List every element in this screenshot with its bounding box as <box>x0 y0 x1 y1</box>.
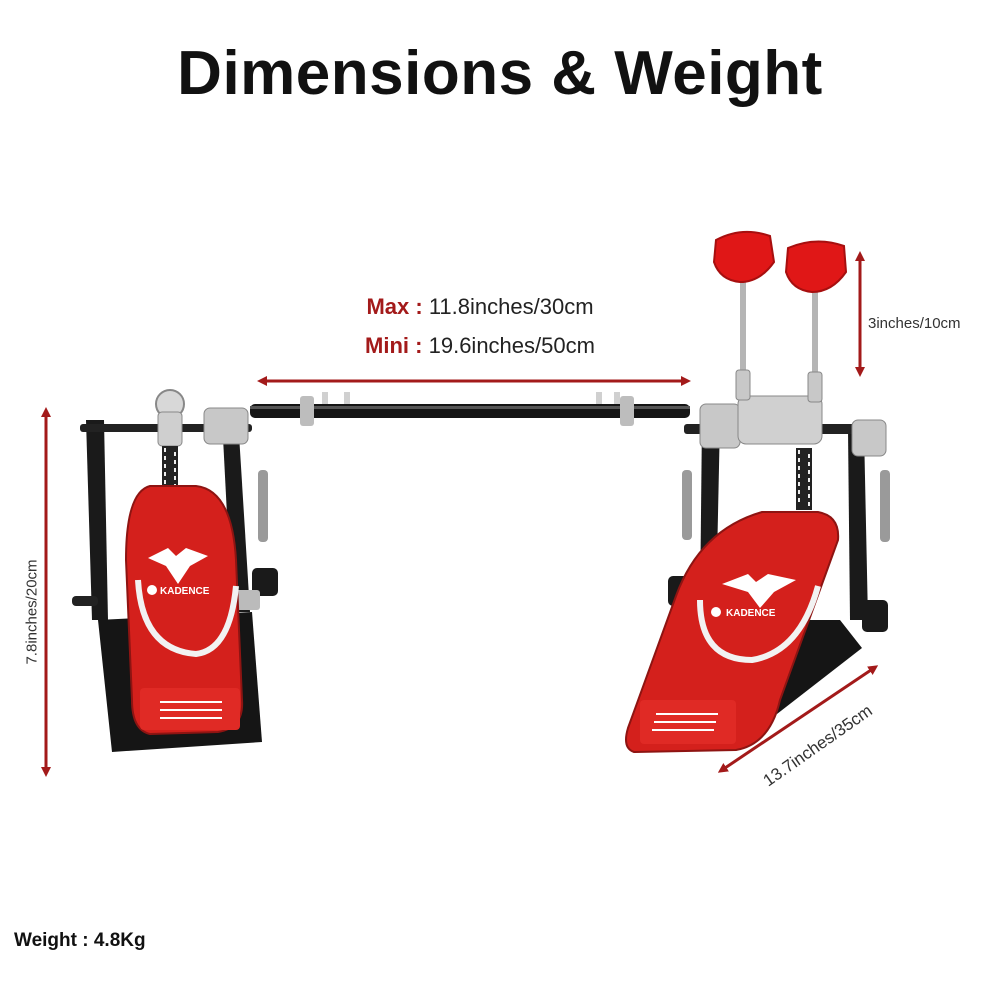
mini-value: 19.6inches/50cm <box>428 333 595 358</box>
right-brand-logo: KADENCE <box>726 608 776 619</box>
drive-shaft <box>250 392 690 426</box>
page-title: Dimensions & Weight <box>177 39 823 108</box>
left-pedal: KADENCE <box>72 389 278 752</box>
beater-right <box>784 240 848 403</box>
beater-height-label: 3inches/10cm <box>868 315 961 332</box>
beater-left <box>712 230 776 401</box>
max-spec: Max : 11.8inches/30cm <box>300 294 660 320</box>
max-value: 11.8inches/30cm <box>428 294 594 319</box>
left-brand-logo: KADENCE <box>160 586 210 597</box>
weight-label: Weight : 4.8Kg <box>14 930 146 951</box>
max-label: Max : <box>366 294 423 319</box>
pedal-length-arrow <box>717 665 879 773</box>
pedal-height-label: 7.8inches/20cm <box>23 559 41 665</box>
mini-spec: Mini : 19.6inches/50cm <box>300 333 660 359</box>
mini-label: Mini : <box>365 333 423 358</box>
right-pedal: KADENCE <box>625 230 890 754</box>
